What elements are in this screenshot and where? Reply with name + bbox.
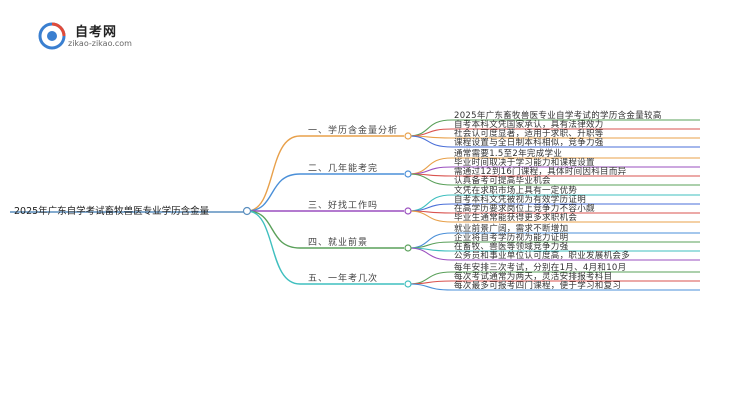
leaf-connector	[407, 232, 453, 249]
logo-title: 自考网	[75, 25, 118, 40]
leaf-connector	[407, 247, 453, 261]
branch-label: 四、就业前景	[308, 238, 369, 248]
leaf-label: 社会认可度显著，适用于求职、升职等	[454, 129, 604, 139]
leaf-connector	[407, 283, 453, 291]
leaf-connector	[407, 173, 453, 186]
branch-label: 五、一年考几次	[308, 274, 379, 284]
leaf-label: 就业前景广阔，需求不断增加	[454, 224, 569, 234]
leaf-label: 公务员和事业单位认可度高，职业发展机会多	[454, 251, 631, 261]
leaf-label: 课程设置与全日制本科相似，竞争力强	[454, 138, 604, 148]
branch-label: 三、好找工作吗	[308, 201, 379, 211]
leaf-label: 每次最多可报考四门课程，便于学习和复习	[454, 281, 622, 291]
leaf-label: 在高学历要求岗位上竞争力不容小觑	[454, 204, 595, 214]
logo-subtitle: zikao-zikao.com	[68, 39, 132, 48]
root-node-label: 2025年广东自学考试畜牧兽医专业学历含金量	[14, 206, 210, 217]
site-logo[interactable]: 自考网 zikao-zikao.com	[38, 22, 158, 54]
leaf-label: 毕业时间取决于学习能力和课程设置	[454, 158, 595, 168]
leaf-label: 通常需要1.5至2年完成学业	[454, 149, 563, 159]
branch-label: 二、几年能考完	[308, 164, 379, 174]
branch-collapse-toggle[interactable]	[404, 132, 412, 140]
leaf-label: 自考本科文凭国家承认，具有法律效力	[454, 120, 604, 130]
leaf-label: 2025年广东畜牧兽医专业自学考试的学历含金量较高	[454, 111, 662, 121]
leaf-label: 每年安排三次考试，分别在1月、4月和10月	[454, 263, 627, 273]
leaf-connector	[407, 135, 453, 148]
leaf-label: 毕业生通常能获得更多求职机会	[454, 213, 578, 223]
branch-collapse-toggle[interactable]	[404, 170, 412, 178]
leaf-label: 每次考试通常为两天，灵活安排报考科目	[454, 272, 613, 282]
leaf-connector	[407, 119, 453, 137]
leaf-label: 需通过12到16门课程，具体时间因科目而异	[454, 167, 627, 177]
branch-connector	[246, 135, 301, 212]
leaf-label: 自考本科文凭被视为有效学历证明	[454, 195, 587, 205]
leaf-label: 在畜牧、兽医等领域竞争力强	[454, 242, 569, 252]
leaf-label: 认真备考可提高毕业机会	[454, 176, 551, 186]
branch-collapse-toggle[interactable]	[404, 280, 412, 288]
branch-collapse-toggle[interactable]	[404, 207, 412, 215]
leaf-connector	[407, 280, 453, 285]
root-collapse-toggle[interactable]	[242, 206, 252, 216]
leaf-label: 企业将自考学历视为能力证明	[454, 233, 569, 243]
branch-collapse-toggle[interactable]	[404, 244, 412, 252]
leaf-connector	[407, 157, 453, 175]
branch-connector	[246, 210, 301, 285]
branch-connector	[246, 210, 301, 249]
logo-mark-icon	[38, 22, 66, 50]
leaf-connector	[407, 194, 453, 212]
leaf-connector	[407, 210, 453, 223]
branch-label: 一、学历含金量分析	[308, 126, 399, 136]
branch-connector	[246, 173, 301, 212]
leaf-label: 文凭在求职市场上具有一定优势	[454, 186, 578, 196]
